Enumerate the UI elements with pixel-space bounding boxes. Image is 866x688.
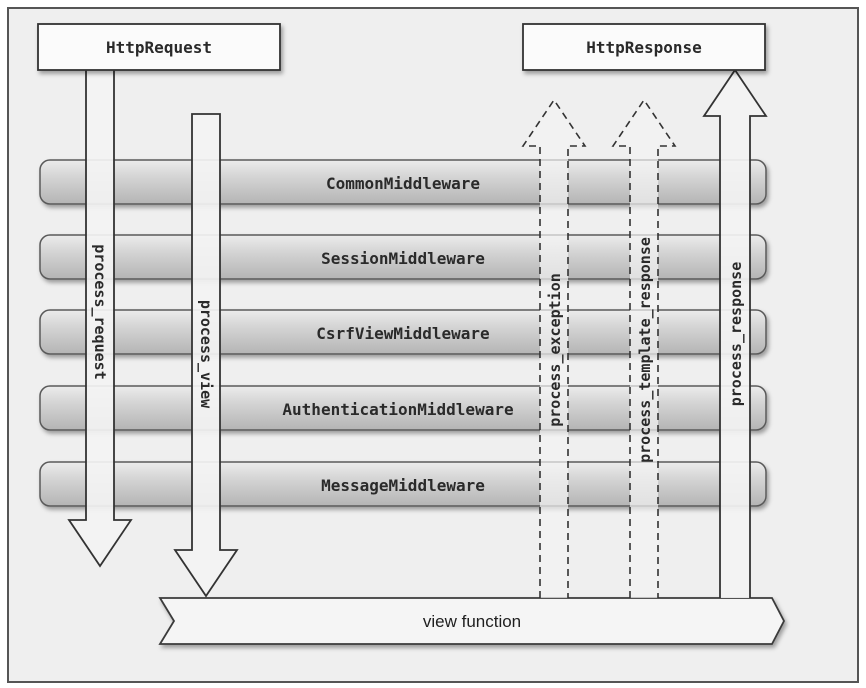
middleware-label: AuthenticationMiddleware (282, 400, 513, 419)
process-exception-arrow: process_exception (521, 98, 587, 598)
middleware-band-authentication: AuthenticationMiddleware (39, 385, 767, 431)
http-response-label: HttpResponse (586, 38, 702, 57)
http-request-label: HttpRequest (106, 38, 212, 57)
process-request-label: process_request (91, 244, 109, 379)
http-response-box: HttpResponse (522, 23, 766, 71)
view-function-label: view function (423, 612, 521, 631)
middleware-band-message: MessageMiddleware (39, 461, 767, 507)
middleware-band-csrfview: CsrfViewMiddleware (39, 309, 767, 355)
middleware-label: SessionMiddleware (321, 249, 485, 268)
view-function-banner: view function (158, 597, 786, 645)
process-view-arrow: process_view (173, 113, 239, 598)
middleware-label: CommonMiddleware (326, 174, 480, 193)
process-view-label: process_view (197, 300, 215, 409)
process-request-arrow: process_request (67, 59, 133, 568)
middleware-band-common: CommonMiddleware (39, 159, 767, 205)
process-exception-label: process_exception (546, 273, 564, 427)
process-response-label: process_response (727, 262, 745, 407)
http-request-box: HttpRequest (37, 23, 281, 71)
process-template-response-arrow: process_template_response (611, 98, 677, 598)
middleware-band-session: SessionMiddleware (39, 234, 767, 280)
process-template-response-label: process_template_response (636, 237, 654, 463)
middleware-label: CsrfViewMiddleware (316, 324, 489, 343)
middleware-label: MessageMiddleware (321, 476, 485, 495)
